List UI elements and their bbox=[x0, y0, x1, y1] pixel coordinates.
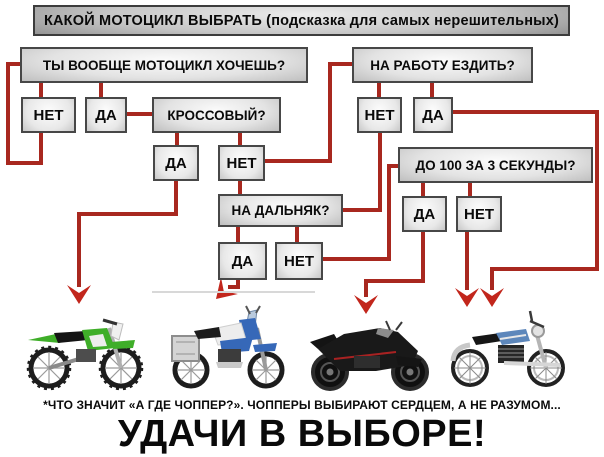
answer-acceleration-yes: ДА bbox=[402, 196, 447, 232]
loop-back-line bbox=[6, 62, 43, 165]
answer-acceleration-no: НЕТ bbox=[456, 196, 502, 232]
adventure-touring-bike-icon bbox=[171, 305, 285, 389]
question-want-motorcycle: ТЫ ВООБЩЕ МОТОЦИКЛ ХОЧЕШЬ? bbox=[20, 47, 308, 83]
down-arrow-icon bbox=[455, 288, 479, 307]
page-title: КАКОЙ МОТОЦИКЛ ВЫБРАТЬ (подсказка для са… bbox=[33, 5, 570, 36]
question-commute: НА РАБОТУ ЕЗДИТЬ? bbox=[352, 47, 533, 83]
answer-commute-yes: ДА bbox=[413, 97, 453, 133]
answer-commute-no: НЕТ bbox=[357, 97, 402, 133]
answer-long-ride-yes: ДА bbox=[218, 242, 267, 280]
down-arrow-icons bbox=[67, 277, 504, 314]
question-long-ride: НА ДАЛЬНЯК? bbox=[218, 194, 343, 227]
sport-bike-icon bbox=[310, 320, 429, 391]
chopper-footnote: *ЧТО ЗНАЧИТ «А ГДЕ ЧОППЕР?». ЧОППЕРЫ ВЫБ… bbox=[43, 398, 561, 412]
classic-bike-icon bbox=[450, 310, 565, 387]
answer-want-yes: ДА bbox=[85, 97, 127, 133]
flow-lines bbox=[6, 62, 599, 297]
question-acceleration: ДО 100 ЗА 3 СЕКУНДЫ? bbox=[398, 147, 593, 183]
down-arrow-icon bbox=[480, 288, 504, 307]
down-left-arrow-icon bbox=[216, 277, 238, 299]
answer-motocross-yes: ДА bbox=[153, 145, 199, 181]
question-motocross: КРОССОВЫЙ? bbox=[152, 97, 281, 133]
good-luck-title: УДАЧИ В ВЫБОРЕ! bbox=[117, 413, 487, 455]
answer-want-no: НЕТ bbox=[21, 97, 76, 133]
answer-long-ride-no: НЕТ bbox=[275, 242, 323, 280]
motocross-bike-icon bbox=[26, 318, 144, 391]
down-arrow-icon bbox=[67, 285, 91, 304]
answer-motocross-no: НЕТ bbox=[218, 145, 265, 181]
down-arrow-icon bbox=[354, 295, 378, 314]
